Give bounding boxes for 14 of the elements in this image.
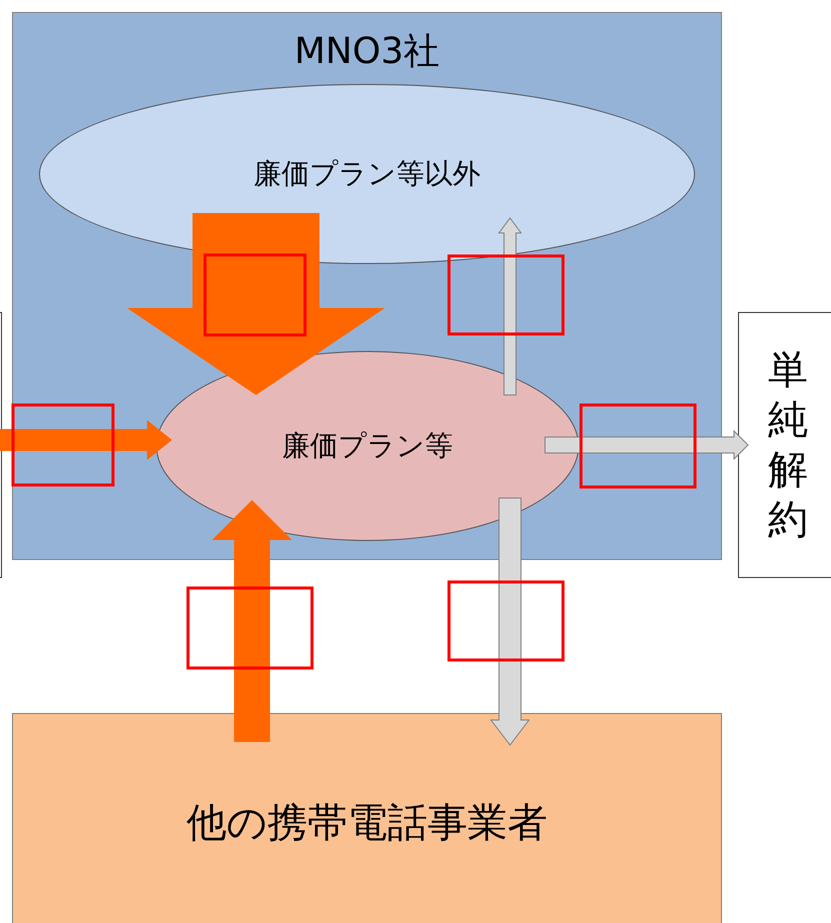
box-label: 廉価プラン等以外	[254, 158, 480, 190]
box-label: 単純解約	[767, 346, 809, 545]
box-label: 廉価プラン等	[282, 430, 453, 462]
group-box	[12, 12, 722, 560]
block-arrow	[0, 420, 172, 460]
block-arrow	[544, 430, 749, 460]
box-title: MNO3社	[294, 31, 440, 72]
company-box	[12, 713, 722, 923]
side-box	[738, 312, 831, 578]
block-arrow	[212, 500, 292, 742]
box-label: 他の携帯電話事業者	[186, 800, 548, 846]
block-arrow	[490, 498, 530, 746]
block-arrow	[127, 213, 385, 395]
block-arrow	[498, 217, 522, 396]
